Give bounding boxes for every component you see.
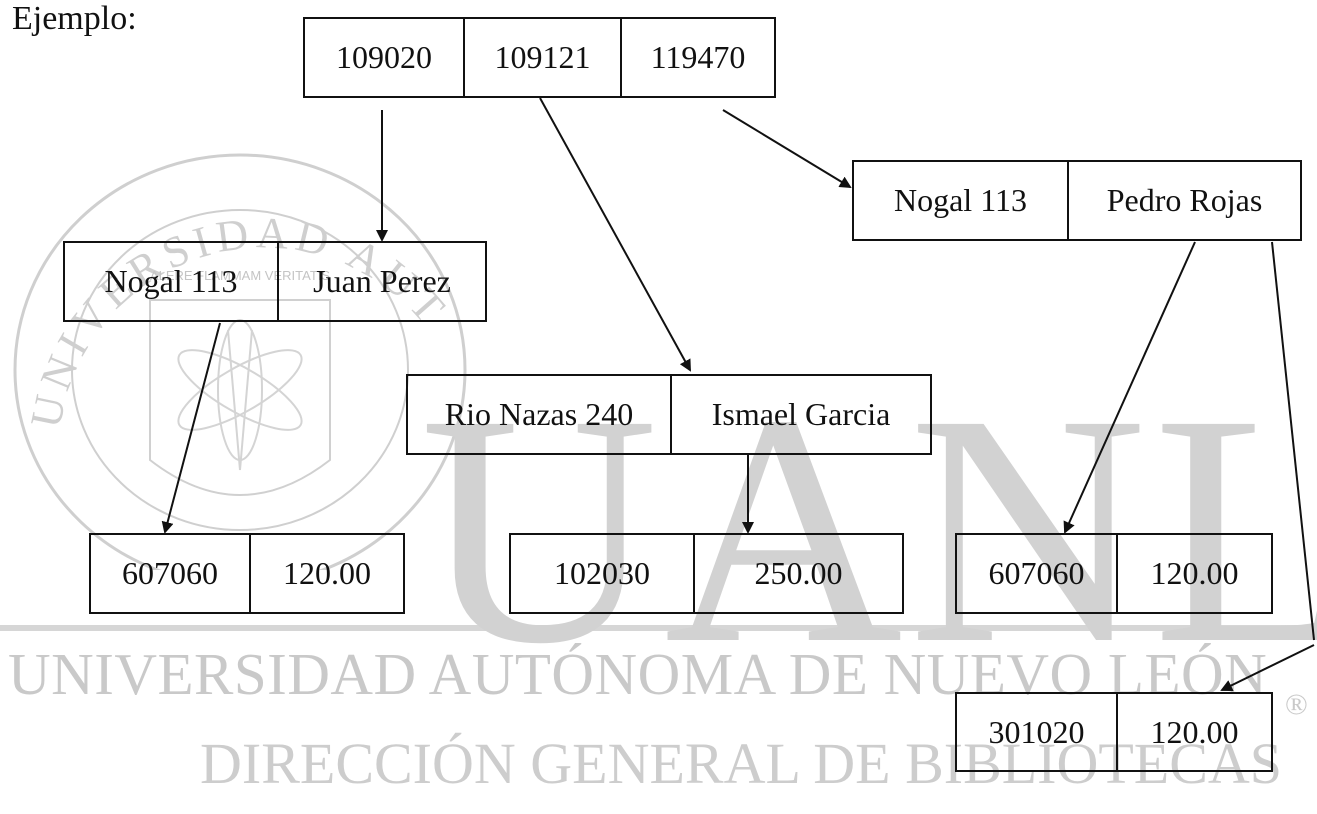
record-cell: Pedro Rojas [1067,162,1300,239]
record-cell: 250.00 [693,535,902,612]
record-juan-perez: Nogal 113 Juan Perez [63,241,487,322]
record-cell: 109121 [463,19,620,96]
record-301020: 301020 120.00 [955,692,1273,772]
record-cell: Ismael Garcia [670,376,930,453]
record-cell: 120.00 [1116,694,1271,770]
root-index-record: 109020 109121 119470 [303,17,776,98]
university-seal-watermark: UNIVERSIDAD AUTONOMA DE NUEVO LEON ALERE… [0,130,467,570]
example-heading: Ejemplo: [12,0,137,37]
record-102030: 102030 250.00 [509,533,904,614]
record-cell: Nogal 113 [893,182,1027,218]
arrow-pedro-to-record [1063,241,1196,534]
record-pedro-rojas: Nogal 113 Pedro Rojas [852,160,1302,241]
arrow-juan-to-record [161,322,221,534]
record-cell: Rio Nazas 240 [444,396,634,432]
record-607060-a: 607060 120.00 [89,533,405,614]
record-cell: 607060 [122,555,218,591]
record-cell: 607060 [988,555,1085,591]
record-607060-b: 607060 120.00 [955,533,1273,614]
directorate-name-watermark: DIRECCIÓN GENERAL DE BIBLIOTECAS [200,731,1283,796]
arrow-chain-to-record [1220,644,1315,691]
record-cell: Nogal 113 [104,263,238,299]
record-cell: 119470 [620,19,774,96]
arrow-pedro-to-chain [1271,241,1315,641]
record-cell: 120.00 [249,535,403,612]
record-cell: Juan Perez [277,243,485,320]
record-cell: 301020 [988,713,1085,750]
record-cell: 120.00 [1116,535,1271,612]
watermark-divider [0,625,1317,631]
arrow-root-to-pedro [722,109,852,189]
uanl-logo-watermark: UANL [420,347,1317,712]
registered-mark-watermark: ® [1285,688,1308,721]
arrow-root-to-ismael [539,97,691,372]
seal-motto: ALERE FLAMMAM VERITATIS [150,268,330,283]
record-ismael-garcia: Rio Nazas 240 Ismael Garcia [406,374,932,455]
record-cell: 109020 [336,39,432,75]
record-cell: 102030 [554,555,650,591]
